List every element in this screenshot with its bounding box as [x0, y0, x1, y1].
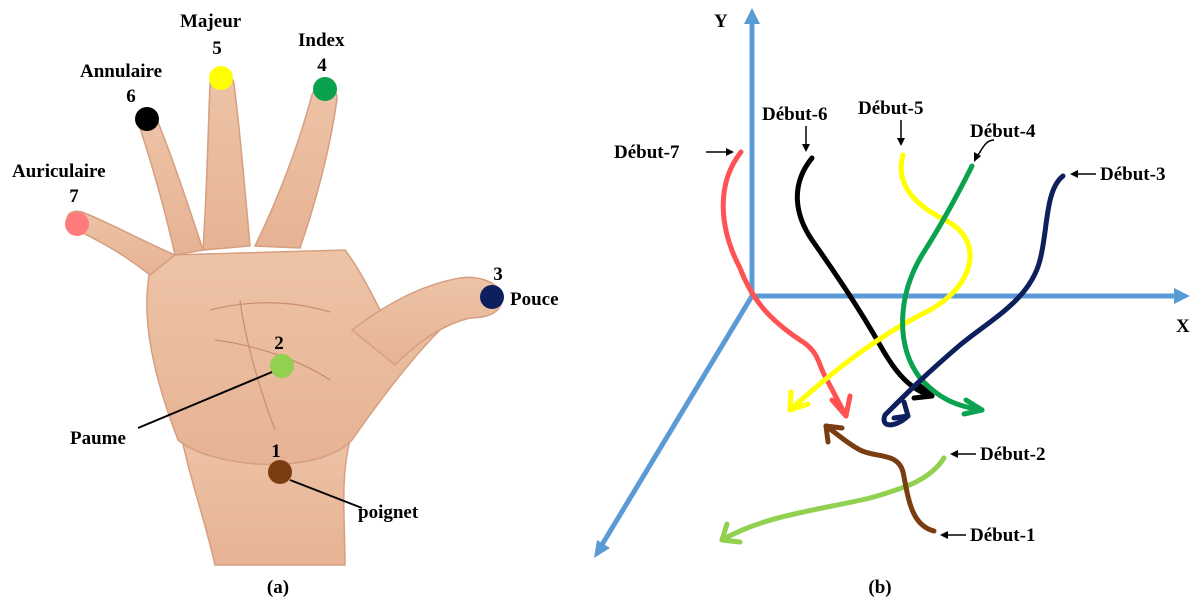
point-1-number: 1 — [271, 441, 281, 462]
point-5-number: 5 — [212, 38, 222, 59]
pointer-6-head — [802, 144, 810, 152]
point-6-name: Annulaire — [80, 61, 162, 82]
trajectory-5 — [790, 155, 970, 410]
start-label-6: Début-6 — [762, 104, 827, 125]
hand-illustration — [67, 73, 502, 565]
point-7-number: 7 — [69, 186, 79, 207]
x-axis-label: X — [1176, 316, 1190, 337]
panel-a: 1 2 3 4 5 6 7 poignet Paume Pouce Index … — [12, 11, 559, 598]
point-7-name: Auriculaire — [12, 161, 106, 182]
point-1-name: poignet — [358, 502, 419, 523]
trajectory-3 — [884, 176, 1063, 425]
pointer-7-head — [726, 148, 734, 156]
point-5-name: Majeur — [180, 11, 242, 32]
point-2-palm — [270, 354, 294, 378]
panel-a-caption: (a) — [267, 577, 289, 598]
point-4-name: Index — [298, 30, 345, 51]
pointer-5-head — [897, 138, 905, 146]
point-6-number: 6 — [126, 86, 136, 107]
point-7-pinky — [65, 212, 89, 236]
point-4-index — [313, 77, 337, 101]
pointer-1-head — [940, 531, 948, 539]
start-label-5: Début-5 — [858, 98, 923, 119]
start-label-7: Début-7 — [614, 142, 680, 163]
point-1-wrist — [268, 460, 292, 484]
point-4-number: 4 — [317, 55, 327, 76]
start-label-3: Début-3 — [1100, 164, 1165, 185]
point-3-name: Pouce — [510, 289, 559, 310]
z-axis-line — [600, 296, 752, 548]
panel-b: Y X — [594, 8, 1190, 598]
axis-arrowheads — [594, 8, 1190, 558]
point-2-number: 2 — [274, 333, 284, 354]
trajectories — [722, 152, 1063, 542]
panel-b-caption: (b) — [868, 577, 891, 598]
point-5-middle — [209, 66, 233, 90]
y-axis-label: Y — [714, 11, 728, 32]
pointer-3-head — [1070, 170, 1078, 178]
start-label-4: Début-4 — [970, 121, 1036, 142]
start-label-2: Début-2 — [980, 444, 1045, 465]
point-2-name: Paume — [70, 428, 126, 449]
x-axis-arrowhead — [1174, 288, 1190, 304]
pointer-4-head — [974, 152, 981, 162]
y-axis-arrowhead — [744, 8, 760, 24]
point-3-thumb — [480, 285, 504, 309]
point-6-ring — [135, 107, 159, 131]
point-3-number: 3 — [493, 264, 503, 285]
start-label-1: Début-1 — [970, 525, 1035, 546]
trajectory-4 — [903, 166, 982, 410]
pointer-2-head — [950, 450, 958, 458]
